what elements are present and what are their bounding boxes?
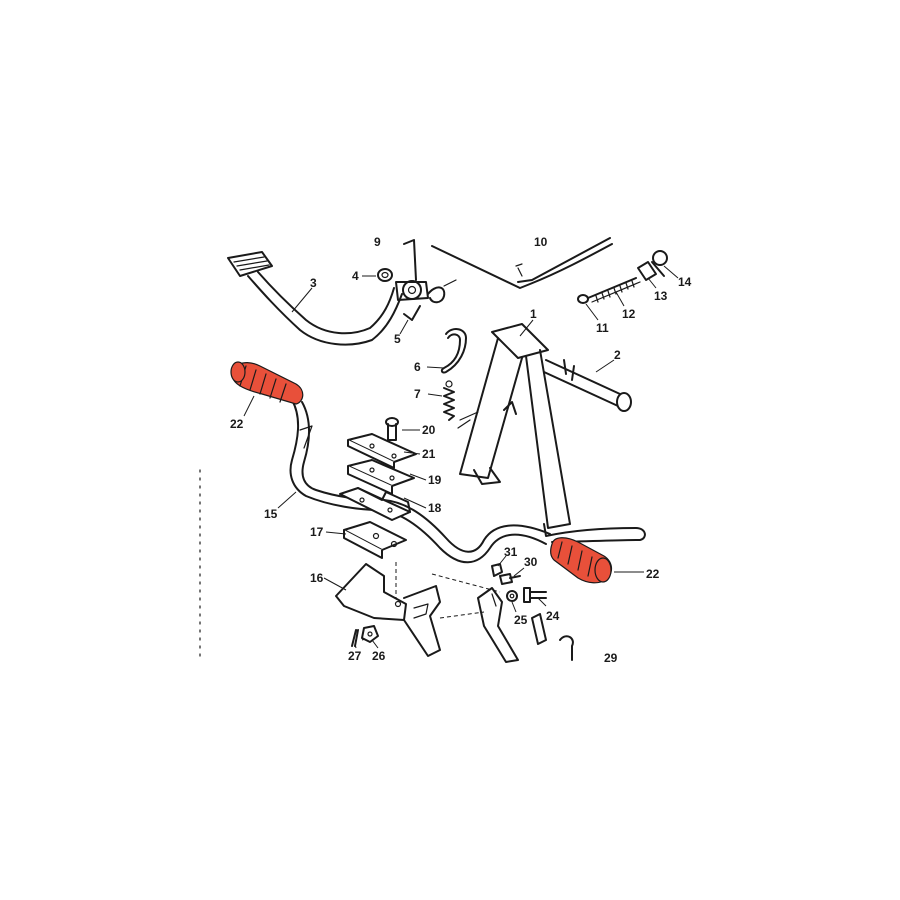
label-11: 11: [585, 303, 609, 335]
cotter-pin-part: [351, 629, 359, 647]
svg-text:25: 25: [514, 613, 528, 627]
footrest-rubber-right: [550, 537, 613, 584]
label-15: 15: [264, 491, 297, 521]
label-22-right: 22: [614, 567, 660, 581]
label-25: 25: [511, 601, 528, 627]
svg-text:5: 5: [394, 332, 401, 346]
pin-24-part: [523, 587, 547, 603]
svg-text:15: 15: [264, 507, 278, 521]
label-31: 31: [497, 545, 518, 567]
svg-text:3: 3: [310, 276, 317, 290]
bolt-part: [385, 417, 399, 441]
svg-text:26: 26: [372, 649, 386, 663]
svg-text:27: 27: [348, 649, 362, 663]
plate-middle-part: [347, 459, 415, 495]
label-24: 24: [537, 597, 560, 623]
link-part: [531, 613, 574, 661]
label-27: 27: [348, 643, 362, 663]
svg-text:2: 2: [614, 348, 621, 362]
label-10: 10: [534, 235, 548, 249]
label-9: 9: [374, 235, 381, 249]
svg-text:6: 6: [414, 360, 421, 374]
label-30: 30: [513, 555, 538, 577]
label-22-left: 22: [230, 395, 255, 431]
spring-clip-part: [403, 279, 457, 321]
label-16: 16: [310, 571, 347, 591]
washer-part: [377, 268, 393, 282]
label-13: 13: [647, 277, 668, 303]
nut-part: [361, 625, 379, 643]
label-18: 18: [403, 497, 442, 515]
label-20: 20: [402, 423, 436, 437]
label-19: 19: [409, 473, 442, 487]
nut-small-part: [491, 563, 503, 577]
svg-text:24: 24: [546, 609, 560, 623]
mount-bracket-part: [335, 563, 441, 657]
footrest-bar-part: [289, 399, 551, 564]
svg-text:16: 16: [310, 571, 324, 585]
svg-text:18: 18: [428, 501, 442, 515]
plate-upper-part: [347, 433, 417, 469]
svg-text:12: 12: [622, 307, 636, 321]
side-arm-part: [477, 587, 519, 663]
center-stand-part: [457, 323, 646, 543]
svg-text:14: 14: [678, 275, 692, 289]
label-3: 3: [291, 276, 317, 313]
label-26: 26: [371, 639, 386, 663]
svg-text:22: 22: [646, 567, 660, 581]
footrest-rubber-left: [230, 361, 304, 405]
plate-lower-part: [343, 521, 407, 559]
coil-spring-part: [443, 380, 455, 421]
hook-spring-part: [440, 328, 467, 374]
svg-text:9: 9: [374, 235, 381, 249]
svg-text:7: 7: [414, 387, 421, 401]
label-5: 5: [394, 319, 409, 346]
label-4: 4: [352, 269, 376, 283]
svg-text:30: 30: [524, 555, 538, 569]
svg-text:22: 22: [230, 417, 244, 431]
label-14: 14: [663, 265, 692, 289]
label-2: 2: [595, 348, 621, 373]
label-21: 21: [403, 447, 436, 461]
stand-shaft-part: [543, 359, 632, 412]
svg-text:11: 11: [596, 321, 609, 335]
svg-text:19: 19: [428, 473, 442, 487]
label-29: 29: [604, 651, 618, 665]
label-7: 7: [414, 387, 443, 401]
svg-text:4: 4: [352, 269, 359, 283]
brake-pedal-part: [227, 239, 429, 346]
washer-25-part: [506, 590, 518, 602]
clamp-plate-part: [339, 487, 411, 521]
svg-text:20: 20: [422, 423, 436, 437]
svg-text:1: 1: [530, 307, 537, 321]
svg-text:10: 10: [534, 235, 548, 249]
label-12: 12: [615, 291, 636, 321]
svg-text:29: 29: [604, 651, 618, 665]
label-17: 17: [310, 525, 347, 539]
label-6: 6: [414, 360, 445, 374]
svg-text:21: 21: [422, 447, 436, 461]
label-1: 1: [519, 307, 537, 337]
frame-rail-part: [431, 237, 613, 289]
pin-bolt-part: [499, 573, 521, 585]
svg-text:17: 17: [310, 525, 324, 539]
svg-text:13: 13: [654, 289, 668, 303]
svg-text:31: 31: [504, 545, 518, 559]
